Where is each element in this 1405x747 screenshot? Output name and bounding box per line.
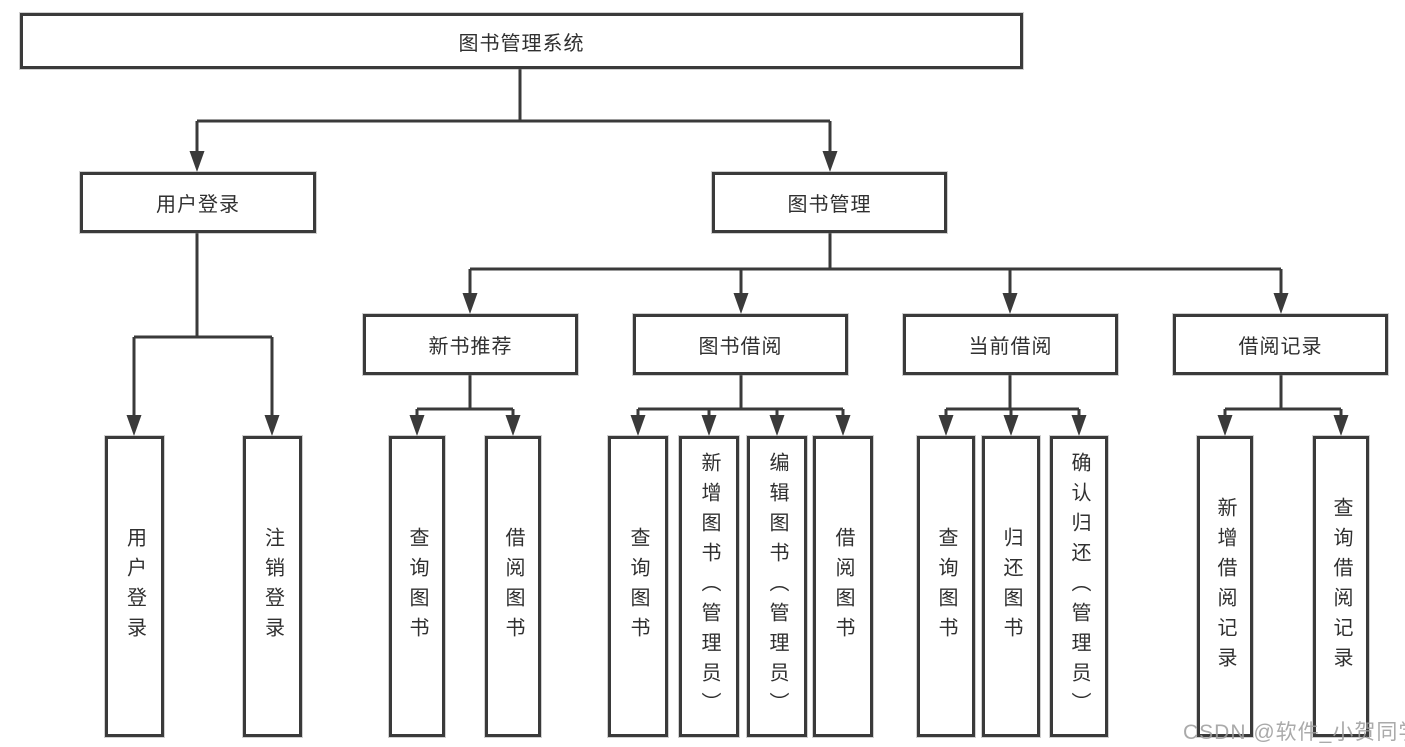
node-book-borrowing: 图书借阅 <box>633 314 848 375</box>
node-label: 注销登录 <box>261 526 284 647</box>
node-leaf-add-borrow-record: 新增借阅记录 <box>1197 436 1253 737</box>
node-leaf-return-book: 归还图书 <box>982 436 1040 737</box>
node-label: 借阅记录 <box>1238 336 1323 358</box>
node-label: 确认归还（管理员） <box>1068 451 1090 722</box>
node-label: 借阅图书 <box>832 526 854 647</box>
node-leaf-query-books-recommend: 查询图书 <box>389 436 445 737</box>
node-leaf-add-book-admin: 新增图书（管理员） <box>679 436 739 737</box>
csdn-watermark: CSDN @软件_小贺同学 <box>1183 721 1405 744</box>
node-label: 归还图书 <box>1000 526 1022 647</box>
node-label: 查询图书 <box>935 526 957 647</box>
node-label: 图书管理 <box>787 194 872 216</box>
node-borrowing-records: 借阅记录 <box>1173 314 1388 375</box>
node-leaf-query-books-borrowing: 查询图书 <box>608 436 668 737</box>
node-leaf-query-borrow-record: 查询借阅记录 <box>1313 436 1369 737</box>
node-label: 图书借阅 <box>698 336 783 358</box>
node-label: 用户登录 <box>156 194 240 216</box>
node-leaf-borrow-books-borrowing: 借阅图书 <box>813 436 873 737</box>
node-label: 查询图书 <box>627 526 649 647</box>
node-label: 用户登录 <box>123 526 146 647</box>
node-library-system: 图书管理系统 <box>20 13 1023 69</box>
node-leaf-edit-book-admin: 编辑图书（管理员） <box>747 436 807 737</box>
node-label: 新书推荐 <box>428 336 513 358</box>
node-current-borrowing: 当前借阅 <box>903 314 1118 375</box>
node-label: 当前借阅 <box>968 336 1053 358</box>
node-label: 借阅图书 <box>502 526 524 647</box>
node-leaf-user-login: 用户登录 <box>105 436 164 737</box>
node-label: 新增借阅记录 <box>1214 496 1236 677</box>
node-label: 图书管理系统 <box>458 32 585 55</box>
node-leaf-query-books-current: 查询图书 <box>917 436 975 737</box>
node-label: 查询借阅记录 <box>1330 496 1352 677</box>
node-leaf-confirm-return-admin: 确认归还（管理员） <box>1050 436 1108 737</box>
node-leaf-logout: 注销登录 <box>243 436 302 737</box>
node-label: 编辑图书（管理员） <box>766 451 788 722</box>
node-label: 查询图书 <box>406 526 428 647</box>
node-book-management: 图书管理 <box>712 172 947 233</box>
node-new-book-recommend: 新书推荐 <box>363 314 578 375</box>
node-label: 新增图书（管理员） <box>698 451 720 722</box>
node-leaf-borrow-books-recommend: 借阅图书 <box>485 436 541 737</box>
node-user-login: 用户登录 <box>80 172 316 233</box>
